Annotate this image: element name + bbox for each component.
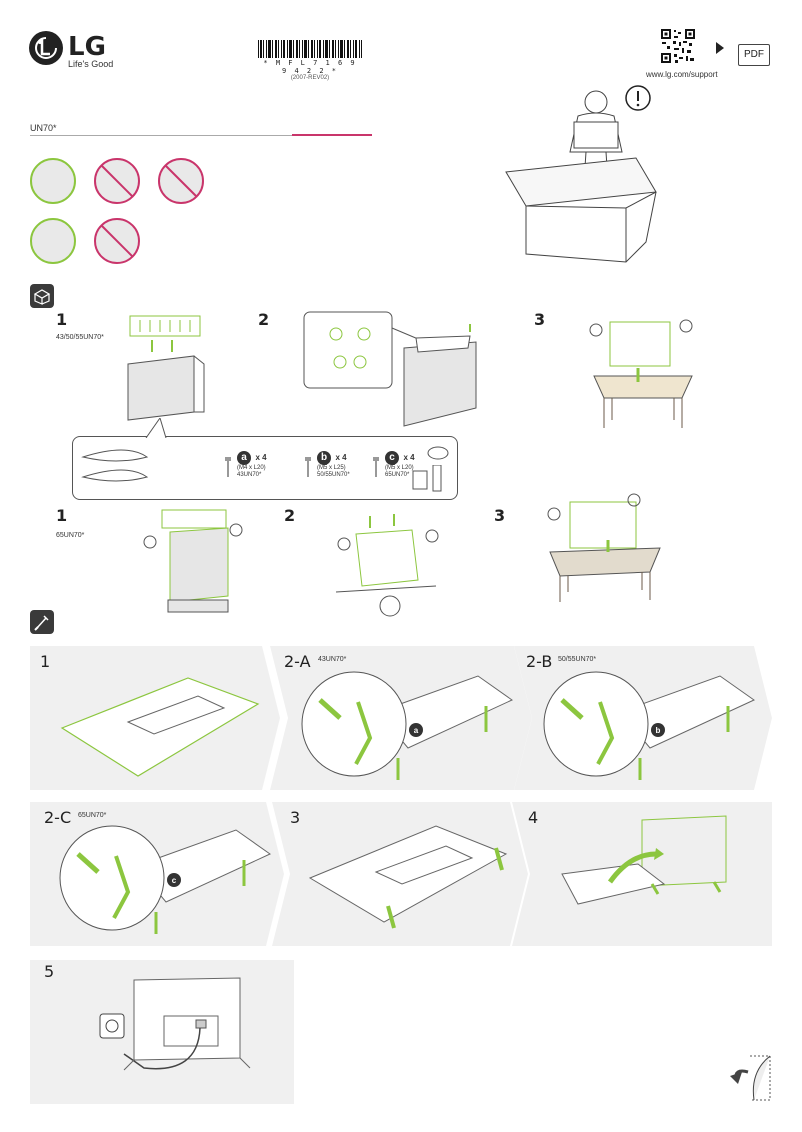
barcode-icon xyxy=(258,40,362,58)
prohibit-slash-icon xyxy=(165,165,197,197)
power-cable-icon xyxy=(427,446,449,460)
unpack-65-step-1-models: 65UN70* xyxy=(56,532,85,539)
revision-code: (2007-REV02) xyxy=(290,75,330,81)
assembly-section-icon xyxy=(30,610,54,634)
part-a-spec: (M4 x L20) xyxy=(237,465,266,471)
prohibit-slash-icon xyxy=(101,225,133,257)
attach-stand-a-illustration: a xyxy=(301,671,513,780)
badge-c: c xyxy=(172,876,177,885)
stands-attached-illustration xyxy=(308,825,508,929)
qr-code-icon xyxy=(660,28,696,64)
barcode-number: * M F L 7 1 6 9 9 4 2 2 * xyxy=(263,59,357,75)
page-turn-icon[interactable] xyxy=(730,1054,774,1102)
assembly-step-1-label: 1 xyxy=(40,652,51,671)
attach-stand-b-illustration: b xyxy=(543,671,755,780)
support-url[interactable]: www.lg.com/support xyxy=(646,70,718,79)
assembly-step-2a-label: 2-A xyxy=(284,652,311,671)
model-divider-accent xyxy=(292,134,372,136)
unpack-step-2: 2 xyxy=(258,310,270,329)
assembly-step-2a-model: 43UN70* xyxy=(318,656,347,663)
lg-face-icon xyxy=(29,31,63,65)
part-b-model: 50/55UN70* xyxy=(317,472,350,478)
badge-a: a xyxy=(414,726,419,735)
barcode: * M F L 7 1 6 9 9 4 2 2 * (2007-REV02) xyxy=(258,40,362,81)
unpack-65-step-1: 1 xyxy=(56,506,68,525)
unpack-place-on-table-illustration xyxy=(589,319,693,428)
handling-correct-hold-icon xyxy=(30,158,76,204)
part-c-qty: x 4 xyxy=(403,453,415,462)
part-c-spec: (M5 x L20) xyxy=(385,465,414,471)
assembly-step-2b-label: 2-B xyxy=(526,652,553,671)
unbox-section-icon xyxy=(30,284,54,308)
part-c-badge: c xyxy=(385,451,399,465)
prohibit-slash-icon xyxy=(101,165,133,197)
included-parts-callout: a x 4 (M4 x L20) 43UN70* b x 4 (M5 x L25… xyxy=(72,436,458,500)
lg-logo: LG Life's Good xyxy=(28,30,138,70)
handling-correct-edge-icon xyxy=(30,218,76,264)
handling-wrong-hold-icon xyxy=(94,158,140,204)
part-a-qty: x 4 xyxy=(255,453,267,462)
connect-power-illustration xyxy=(99,977,251,1071)
part-a-model: 43UN70* xyxy=(237,472,262,478)
model-divider xyxy=(30,135,372,136)
part-c-model: 65UN70* xyxy=(385,472,410,478)
manual-remote-icon xyxy=(412,465,442,492)
stand-up-tv-illustration xyxy=(561,815,727,905)
assembly-step-2b-model: 50/55UN70* xyxy=(558,656,597,663)
qr-code[interactable] xyxy=(660,28,696,64)
unpack-step-3: 3 xyxy=(534,310,546,329)
callout-pointer xyxy=(145,418,167,438)
screw-c-icon xyxy=(373,457,379,477)
unpack-step-1-models: 43/50/55UN70* xyxy=(56,334,104,341)
brand-tagline: Life's Good xyxy=(68,59,114,69)
badge-b: b xyxy=(656,726,661,735)
part-a-badge: a xyxy=(237,451,251,465)
part-b-qty: x 4 xyxy=(335,453,347,462)
arrow-right-icon xyxy=(716,42,724,54)
stand-legs-icon xyxy=(81,449,149,482)
assembly-step-4-label: 4 xyxy=(528,808,539,827)
warning-exclamation-icon xyxy=(625,85,651,111)
screw-a-icon xyxy=(225,457,231,477)
unpack-65-step-2: 2 xyxy=(284,506,296,525)
attach-stand-c-illustration: c xyxy=(59,825,271,934)
screw-b-icon xyxy=(305,457,311,477)
unpack-65-box-illustration xyxy=(143,509,243,613)
assembly-step-2c-model: 65UN70* xyxy=(78,812,107,819)
unpack-lift-illustration xyxy=(303,311,477,427)
brand-name: LG xyxy=(68,32,106,62)
part-b-badge: b xyxy=(317,451,331,465)
pdf-button[interactable]: PDF xyxy=(738,44,770,66)
assembly-step-2c-label: 2-C xyxy=(44,808,72,827)
unpack-box-illustration xyxy=(127,315,205,421)
unpack-65-place-on-table-illustration xyxy=(547,493,661,602)
model-name: UN70* xyxy=(30,123,57,133)
part-b-spec: (M5 x L25) xyxy=(317,465,346,471)
assembly-step-5-label: 5 xyxy=(44,962,55,981)
unpack-65-step-3: 3 xyxy=(494,506,506,525)
tv-facedown-illustration xyxy=(60,677,260,777)
assembly-step-3-label: 3 xyxy=(290,808,301,827)
unpack-65-lift-illustration xyxy=(335,514,439,617)
lift-warning-illustration xyxy=(505,85,657,263)
unpack-step-1: 1 xyxy=(56,310,68,329)
